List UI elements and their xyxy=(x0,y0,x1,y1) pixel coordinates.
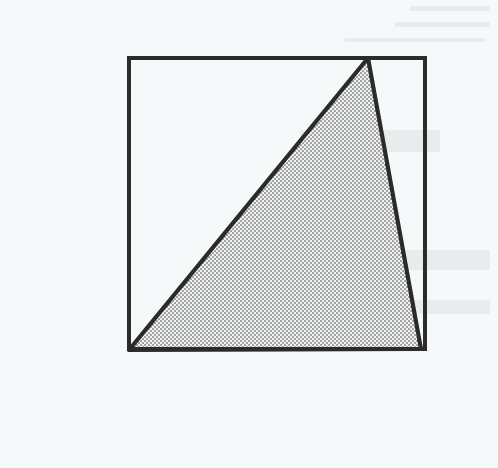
bleed-text-line xyxy=(395,22,490,27)
triangle-right-edge xyxy=(366,56,423,351)
bleed-text-line xyxy=(345,38,485,42)
triangle-hypotenuse xyxy=(127,56,370,352)
bleed-text-line xyxy=(410,6,490,11)
outer-square xyxy=(127,56,427,351)
